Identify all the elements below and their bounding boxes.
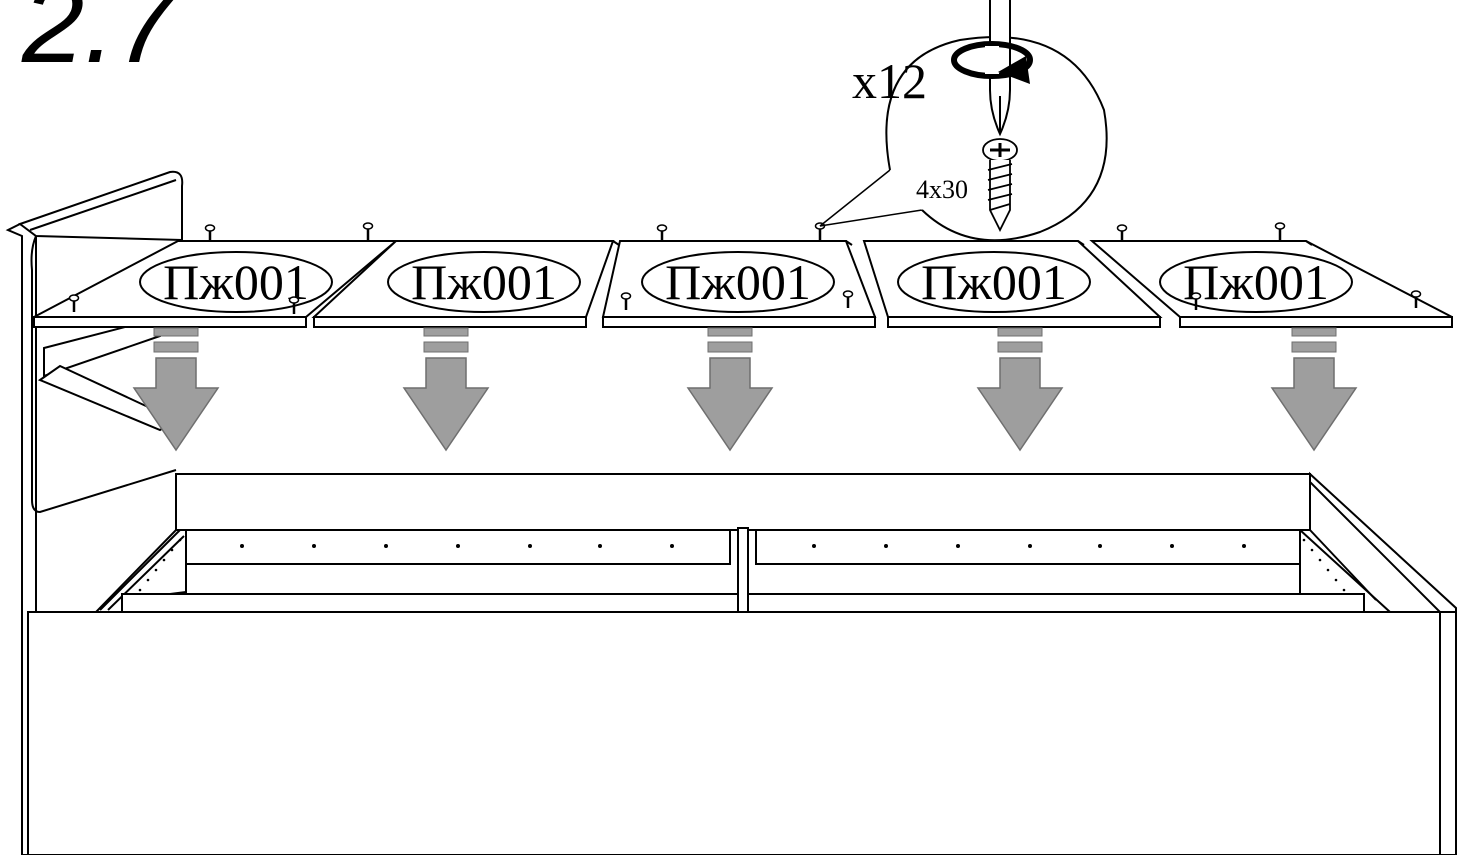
- down-arrow-icon: [686, 327, 774, 452]
- bed-frame: [27, 471, 1457, 855]
- panel: Пж001: [862, 240, 1163, 328]
- screwdriver-icon: [989, 0, 1011, 137]
- screw-icon: [1274, 222, 1286, 240]
- panel-label-oval: [1159, 251, 1353, 313]
- screw-icon: [1190, 292, 1202, 310]
- panel: Пж001: [1089, 222, 1453, 328]
- panel-edge: [602, 316, 876, 328]
- screw-size: 4x30: [916, 175, 968, 204]
- panel-label: Пж001: [1183, 254, 1329, 310]
- screw-icon: [288, 296, 300, 314]
- panel-edge: [33, 316, 307, 328]
- down-arrow-icon: [402, 327, 490, 452]
- panel-label-oval: [641, 251, 835, 313]
- pilot-holes: [138, 538, 1346, 592]
- step-number: 2.7: [21, 0, 181, 86]
- panel-edge: [887, 316, 1161, 328]
- clockwise-rotation-icon: [951, 41, 1033, 84]
- panel-edge: [313, 316, 587, 328]
- panel-label-oval: [897, 251, 1091, 313]
- panel-label: Пж001: [411, 254, 557, 310]
- panel-label-oval: [139, 251, 333, 313]
- panel-label: Пж001: [921, 254, 1067, 310]
- down-arrow-icon: [1270, 327, 1358, 452]
- screw-quantity: x12: [852, 53, 927, 109]
- screw-icon: [1116, 224, 1128, 242]
- screw-icon: [620, 292, 632, 310]
- down-arrows: [132, 327, 1358, 452]
- callout-leader-line: [819, 209, 923, 227]
- screw-callout: x12 4x30: [819, 0, 1108, 242]
- screw-icon: [68, 294, 80, 312]
- wood-screw-icon: [982, 138, 1018, 233]
- panel: Пж001: [311, 240, 620, 328]
- screw-icon: [204, 224, 216, 242]
- screw-icon: [362, 222, 374, 240]
- panel: Пж001: [33, 222, 403, 328]
- screw-icon: [656, 224, 668, 242]
- down-arrow-icon: [132, 327, 220, 452]
- panel-label: Пж001: [163, 254, 309, 310]
- panel-edge: [1179, 316, 1453, 328]
- callout-leader-line: [819, 169, 891, 227]
- screw-icon: [842, 290, 854, 308]
- panel: Пж001: [601, 222, 877, 328]
- panels: Пж001 Пж001 Пж001 Пж001 Пж001: [33, 222, 1453, 328]
- panel-label: Пж001: [665, 254, 811, 310]
- screw-icon: [1410, 290, 1422, 308]
- panel-label-oval: [387, 251, 581, 313]
- down-arrow-icon: [976, 327, 1064, 452]
